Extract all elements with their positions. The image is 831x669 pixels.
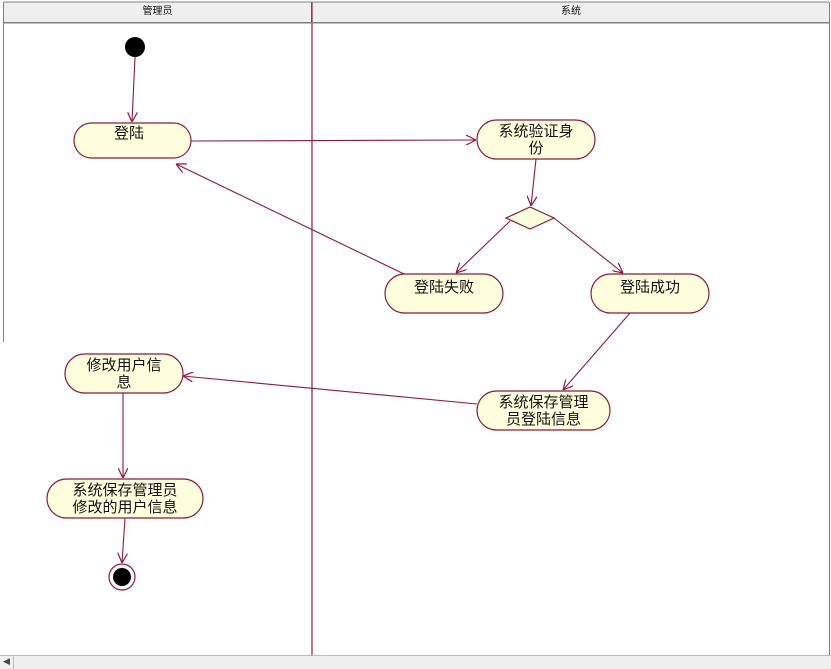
edge-verify-to-decision[interactable] <box>531 158 536 206</box>
edge-fail-to-login[interactable] <box>176 164 405 275</box>
activity-verify-identity[interactable] <box>476 119 596 160</box>
edge-start-to-login[interactable] <box>132 56 135 122</box>
edge-decision-to-fail[interactable] <box>456 220 511 273</box>
activity-save-login-info[interactable] <box>476 390 611 431</box>
scroll-left-arrow-icon[interactable]: ◀ <box>0 656 14 669</box>
end-node-core <box>113 568 131 586</box>
horizontal-scrollbar[interactable]: ◀ <box>0 655 831 669</box>
edge-login-to-verify[interactable] <box>190 140 476 141</box>
edge-success-to-save-login[interactable] <box>563 312 631 390</box>
activity-login[interactable] <box>73 122 192 159</box>
activity-modify-user-info[interactable] <box>64 353 184 394</box>
activity-login-failed[interactable] <box>384 273 504 314</box>
edge-save-login-to-modify[interactable] <box>183 376 478 405</box>
activity-save-modified-info[interactable] <box>46 478 204 519</box>
edge-save-modified-to-end[interactable] <box>122 517 125 563</box>
activity-login-success[interactable] <box>590 273 710 314</box>
start-node[interactable] <box>125 37 145 57</box>
edge-decision-to-success[interactable] <box>553 217 623 273</box>
window-left-border <box>3 2 4 342</box>
decision-diamond[interactable] <box>504 206 556 230</box>
window-right-border <box>829 2 830 655</box>
